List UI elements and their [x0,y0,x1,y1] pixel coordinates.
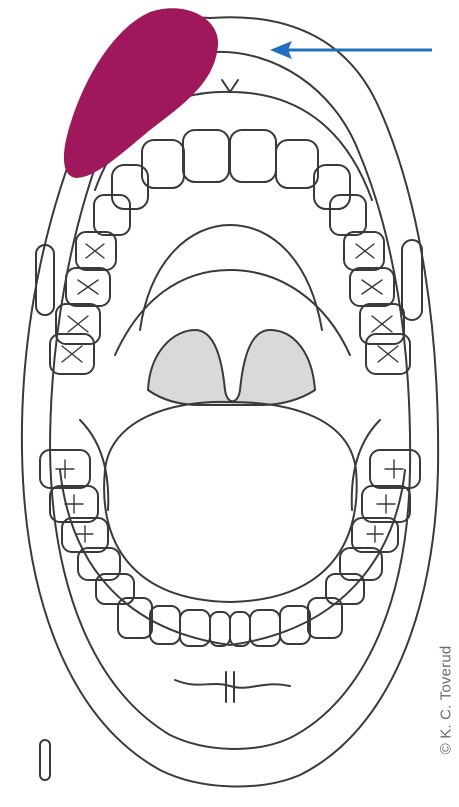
lower-gum-line [60,470,405,645]
soft-palate [148,330,315,405]
arrow-left-icon [270,41,432,59]
lower-teeth [40,450,420,646]
copyright-credit: © K. C. Toverud [438,646,455,755]
palate-outline [140,225,322,330]
tongue-outline [104,402,357,602]
